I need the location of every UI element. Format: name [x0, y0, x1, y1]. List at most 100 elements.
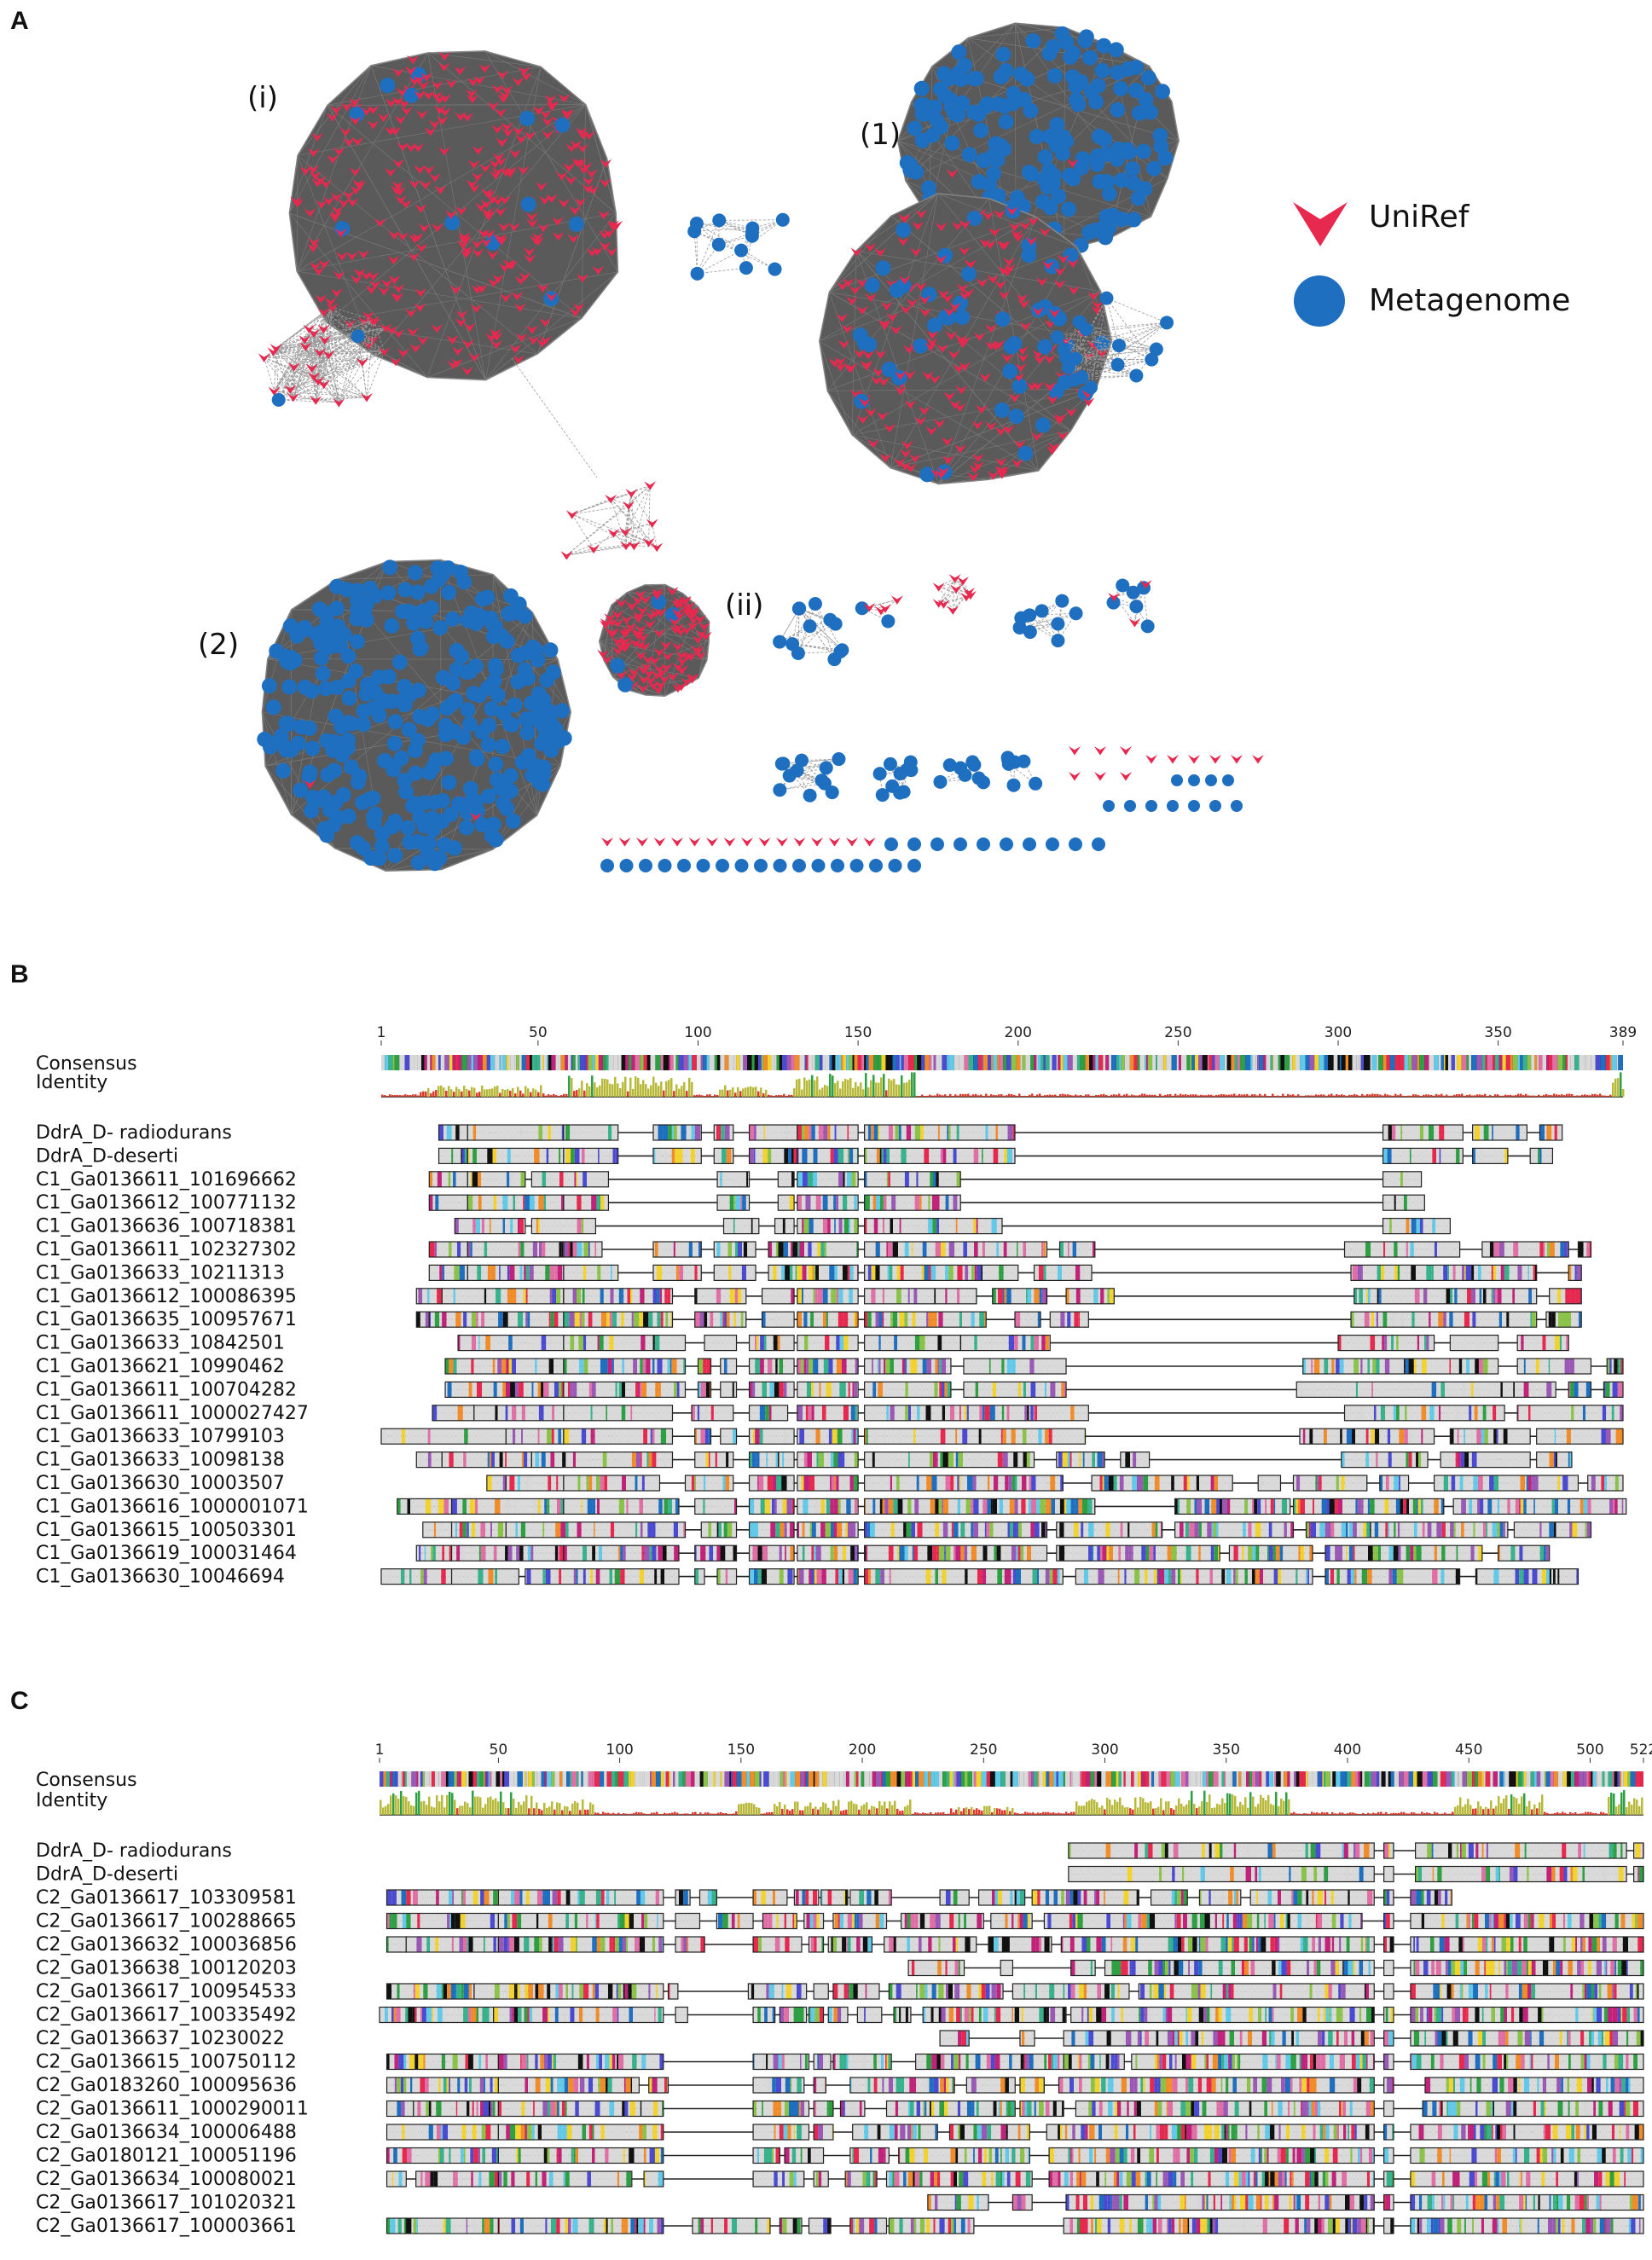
uniref-node [654, 680, 667, 690]
sequence-track [415, 1544, 1551, 1562]
metagenome-node [554, 117, 571, 133]
uniref-node [310, 132, 323, 142]
metagenome-node [1154, 84, 1170, 100]
uniref-node [669, 624, 682, 635]
uniref-node [258, 353, 270, 362]
tick-label: 200 [1005, 1024, 1032, 1041]
uniref-node [447, 360, 460, 370]
uniref-node [1053, 280, 1066, 289]
metagenome-node [832, 752, 846, 767]
uniref-node [483, 210, 496, 220]
uniref-node [692, 646, 704, 656]
uniref-node [394, 115, 407, 125]
uniref-node [305, 363, 318, 373]
metagenome-node [343, 759, 359, 775]
uniref-node [380, 279, 393, 288]
uniref-node [558, 94, 571, 103]
uniref-node [304, 208, 316, 217]
metagenome-node [502, 768, 519, 784]
uniref-node [669, 617, 681, 627]
uniref-node [643, 669, 656, 678]
sequence-label: C1_Ga0136612_100771132 [36, 1192, 297, 1214]
metagenome-node [370, 669, 386, 686]
metagenome-node [362, 580, 378, 596]
uniref-node [342, 190, 355, 200]
uniref-node [919, 308, 931, 317]
metagenome-node [896, 222, 912, 238]
uniref-node [681, 603, 693, 613]
uniref-node [671, 642, 684, 652]
metagenome-node [1116, 578, 1130, 593]
metagenome-node [1188, 774, 1200, 786]
metagenome-node [1041, 45, 1058, 61]
uniref-node [606, 247, 618, 257]
metagenome-node [377, 752, 393, 768]
uniref-node [637, 665, 650, 675]
uniref-node [449, 285, 462, 294]
sequence-track [385, 2147, 1644, 2164]
metagenome-node [1037, 339, 1053, 355]
sequence-label: C2_Ga0183260_100095636 [36, 2075, 297, 2096]
sequence-label: C1_Ga0136633_10799103 [36, 1426, 285, 1447]
metagenome-node [315, 665, 331, 681]
uniref-node [334, 228, 347, 238]
uniref-node [411, 233, 424, 242]
uniref-node [392, 328, 405, 339]
network-cluster [932, 574, 977, 615]
uniref-node [583, 177, 595, 186]
metagenome-node [831, 859, 844, 872]
uniref-node [405, 142, 418, 153]
sequence-label: C2_Ga0136617_100288665 [36, 1911, 297, 1933]
uniref-node [551, 217, 564, 226]
metagenome-node [313, 650, 329, 666]
uniref-node [545, 194, 558, 203]
uniref-node [480, 199, 493, 209]
uniref-node [315, 294, 328, 304]
tick-label: 450 [1455, 1741, 1482, 1759]
uniref-node [607, 529, 620, 538]
uniref-node [642, 537, 655, 548]
uniref-node [368, 316, 380, 325]
uniref-node [525, 325, 538, 334]
metagenome-node [441, 774, 457, 791]
metagenome-node [468, 749, 484, 765]
uniref-node [1066, 258, 1079, 269]
uniref-node [515, 333, 528, 342]
sequence-track [486, 1475, 1624, 1492]
uniref-node [565, 510, 578, 519]
uniref-node [1139, 580, 1152, 589]
metagenome-node [1188, 800, 1200, 812]
uniref-node [654, 607, 667, 617]
metagenome-node [1121, 144, 1137, 160]
uniref-node [629, 638, 642, 648]
network-cluster [933, 755, 990, 790]
uniref-node [943, 307, 956, 316]
metagenome-node [1023, 625, 1037, 640]
metagenome-node [1013, 66, 1029, 82]
uniref-node [599, 241, 612, 251]
uniref-node [317, 324, 330, 334]
metagenome-node [441, 584, 457, 600]
uniref-node [1082, 397, 1095, 407]
uniref-node [645, 611, 658, 621]
sequence-track [927, 2193, 1644, 2211]
uniref-node [600, 159, 612, 168]
uniref-node [478, 63, 491, 73]
uniref-node [299, 166, 312, 176]
tick-label: 200 [849, 1741, 876, 1759]
uniref-node [741, 837, 753, 847]
uniref-node [524, 130, 536, 141]
metagenome-node [885, 779, 900, 793]
uniref-node [415, 243, 428, 252]
metagenome-node [356, 716, 372, 733]
uniref-node [1048, 308, 1061, 318]
tick-label: 300 [1091, 1741, 1118, 1759]
tick-label: 100 [606, 1741, 633, 1759]
uniref-node [571, 158, 583, 167]
legend-uniref-icon [1293, 202, 1348, 246]
uniref-node [637, 683, 650, 693]
uniref-node [535, 182, 548, 191]
uniref-node [570, 140, 583, 150]
metagenome-node [350, 774, 366, 791]
uniref-node [1003, 264, 1016, 274]
